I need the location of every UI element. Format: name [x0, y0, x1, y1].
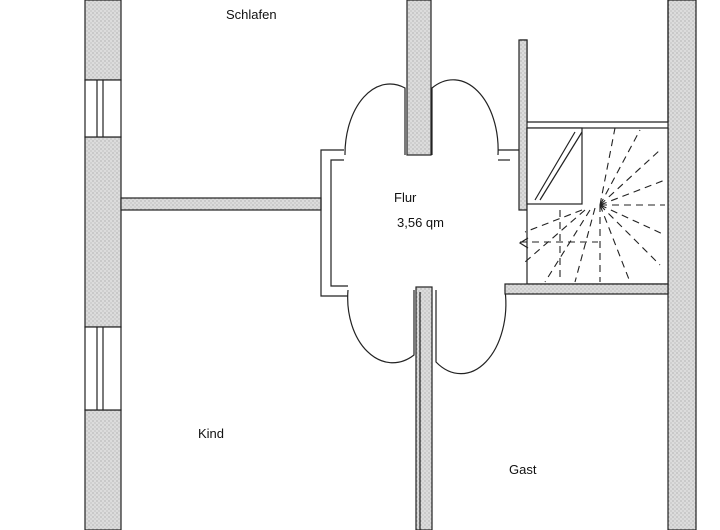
room-label-gast: Gast — [509, 462, 537, 477]
door-flur-bottom — [347, 289, 507, 375]
room-area-flur: 3,56 qm — [397, 215, 444, 230]
wall-center-top — [406, 0, 432, 156]
room-label-kind: Kind — [198, 426, 224, 441]
staircase — [518, 127, 669, 285]
room-label-flur: Flur — [394, 190, 417, 205]
door-flur-top — [344, 79, 499, 156]
room-label-schlafen: Schlafen — [226, 7, 277, 22]
wall-schlafen-kind — [120, 197, 322, 211]
wall-top-right-room — [520, 0, 669, 123]
exterior-wall-right — [667, 0, 697, 530]
exterior-wall-left — [84, 0, 122, 530]
window-left-upper — [84, 79, 122, 138]
wall-gast-top — [504, 283, 669, 295]
window-left-lower — [84, 326, 122, 411]
wall-center-bottom — [415, 286, 433, 530]
